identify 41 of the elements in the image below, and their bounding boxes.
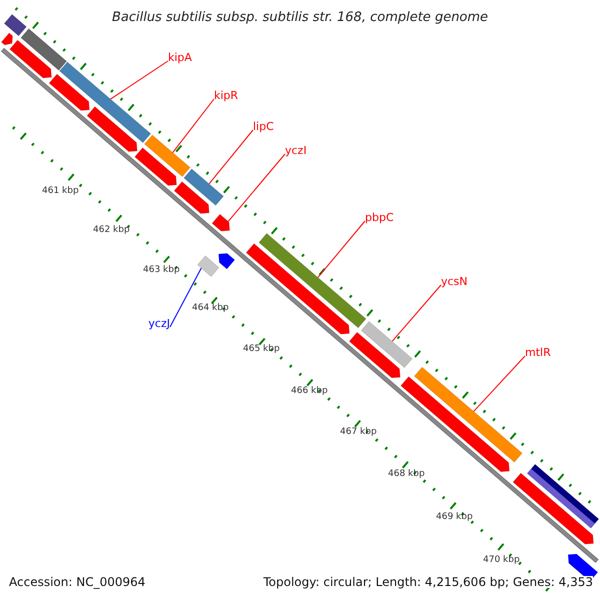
gene-label: kipR: [214, 90, 238, 101]
scale-label: 462 kbp: [93, 226, 130, 234]
scale-label: 469 kbp: [436, 512, 473, 522]
gene-block: [212, 214, 230, 232]
gene-block: [1, 32, 13, 46]
gene-block: [9, 40, 52, 78]
leader-line: [170, 268, 202, 328]
gene-block: [246, 243, 350, 334]
leader-line: [392, 284, 442, 342]
gene-label: pbpC: [365, 212, 394, 223]
leader-line: [317, 220, 366, 278]
scale-label: 465 kbp: [243, 344, 280, 354]
leader-line: [172, 98, 214, 154]
scale-label: 468 kbp: [388, 470, 425, 478]
gene-block: [48, 74, 90, 111]
gene-label: yczI: [285, 145, 307, 156]
gene-label: kipA: [168, 52, 192, 63]
gene-label: yczJ: [148, 318, 170, 329]
gene-block: [134, 148, 177, 186]
leader-line: [110, 60, 168, 100]
gene-block: [512, 472, 594, 544]
gene-label: mtlR: [525, 347, 551, 358]
leader-line: [208, 130, 254, 184]
gene-block: [349, 332, 400, 378]
title: Bacillus subtilis subsp. subtilis str. 168, complete genome: [110, 11, 490, 24]
leader-line: [473, 356, 526, 412]
scale-label: 463 kbp: [143, 266, 180, 274]
scale-label: 467 kbp: [340, 428, 377, 436]
scale-label: 470 kbp: [483, 556, 520, 564]
accession-text: Accession: NC_000964: [9, 576, 146, 588]
gene-bar: [184, 168, 224, 206]
scale-label: 466 kbp: [291, 386, 328, 396]
gene-block: [174, 181, 210, 214]
scale-label: 464 kbp: [192, 304, 229, 312]
scale-label: 461 kbp: [42, 186, 79, 196]
gene-label: lipC: [253, 121, 274, 132]
leader-line: [228, 154, 286, 222]
gene-block: [218, 253, 235, 270]
gene-block: [86, 106, 138, 152]
gene-label: ycsN: [441, 276, 468, 287]
genome-summary: Topology: circular; Length: 4,215,606 bp; Genes: 4,353: [263, 576, 593, 588]
